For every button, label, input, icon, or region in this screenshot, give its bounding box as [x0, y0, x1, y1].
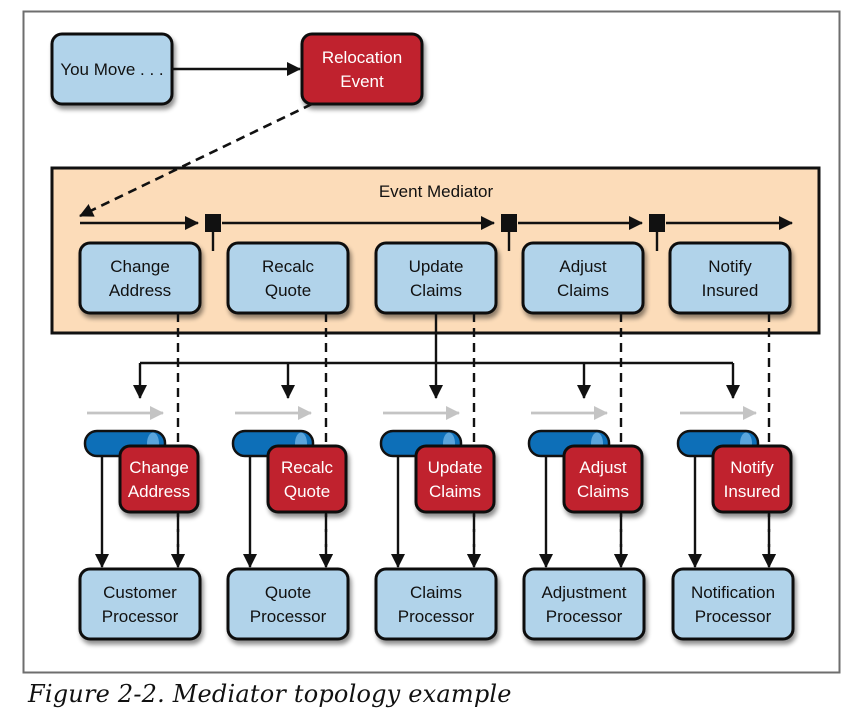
event-processor-4-label: Processor — [695, 607, 772, 626]
channel-event-1-label: Quote — [284, 482, 330, 501]
initiator-you-move-label: You Move . . . — [60, 60, 163, 79]
mediator-step-2-label: Claims — [410, 281, 462, 300]
event-processor-3-label: Adjustment — [541, 583, 626, 602]
event-mediator-title: Event Mediator — [379, 182, 494, 201]
channel-event-0-label: Address — [128, 482, 190, 501]
mediator-step-1-label: Quote — [265, 281, 311, 300]
initiator-you-move: You Move . . . — [50, 32, 174, 106]
event-processor-1-label: Processor — [250, 607, 327, 626]
mediator-step-4-shape — [668, 241, 792, 315]
event-processor-4-label: Notification — [691, 583, 775, 602]
channel-event-4-shape — [711, 444, 793, 514]
mediator-step-2-label: Update — [409, 257, 464, 276]
channel-event-3-shape — [562, 444, 644, 514]
channel-event-0-label: Change — [129, 458, 189, 477]
channel-event-4-label: Insured — [724, 482, 781, 501]
mediator-gate-icon — [501, 214, 517, 232]
event-processor-1-label: Quote — [265, 583, 311, 602]
channel-event-2-label: Claims — [429, 482, 481, 501]
mediator-gate-icon — [205, 214, 221, 232]
event-processor-0-label: Customer — [103, 583, 177, 602]
event-processor-3-label: Processor — [546, 607, 623, 626]
event-processor-1-shape — [226, 567, 350, 641]
channel-event-3-label: Claims — [577, 482, 629, 501]
event-processor-2-shape — [374, 567, 498, 641]
event-processor-2-label: Claims — [410, 583, 462, 602]
mediator-step-2-shape — [374, 241, 498, 315]
channel-event-1-label: Recalc — [281, 458, 333, 477]
mediator-step-3-label: Adjust — [559, 257, 607, 276]
mediator-step-1-label: Recalc — [262, 257, 314, 276]
mediator-step-4-label: Insured — [702, 281, 759, 300]
initial-event-relocation-label: Event — [340, 72, 384, 91]
initial-event-relocation-shape — [300, 32, 424, 106]
initial-event-relocation-label: Relocation — [322, 48, 402, 67]
mediator-gate-icon — [649, 214, 665, 232]
event-processor-0-shape — [78, 567, 202, 641]
channel-event-3-label: Adjust — [579, 458, 627, 477]
figure-frame — [22, 10, 841, 674]
mediator-step-0-label: Address — [109, 281, 171, 300]
mediator-step-4-label: Notify — [708, 257, 752, 276]
channel-event-1-shape — [266, 444, 348, 514]
event-to-mediator-arrow — [79, 102, 313, 218]
event-processor-2-label: Processor — [398, 607, 475, 626]
channel-event-2-shape — [414, 444, 496, 514]
event-processor-4-shape — [671, 567, 795, 641]
mediator-step-0-shape — [78, 241, 202, 315]
channel-event-2-label: Update — [428, 458, 483, 477]
mediator-step-0-label: Change — [110, 257, 170, 276]
figure-caption: Figure 2-2. Mediator topology example — [28, 680, 512, 708]
channel-event-4-label: Notify — [730, 458, 774, 477]
mediator-step-3-label: Claims — [557, 281, 609, 300]
event-processor-3-shape — [522, 567, 646, 641]
mediator-step-3-shape — [521, 241, 645, 315]
mediator-step-1-shape — [226, 241, 350, 315]
event-processor-0-label: Processor — [102, 607, 179, 626]
channel-event-0-shape — [118, 444, 200, 514]
